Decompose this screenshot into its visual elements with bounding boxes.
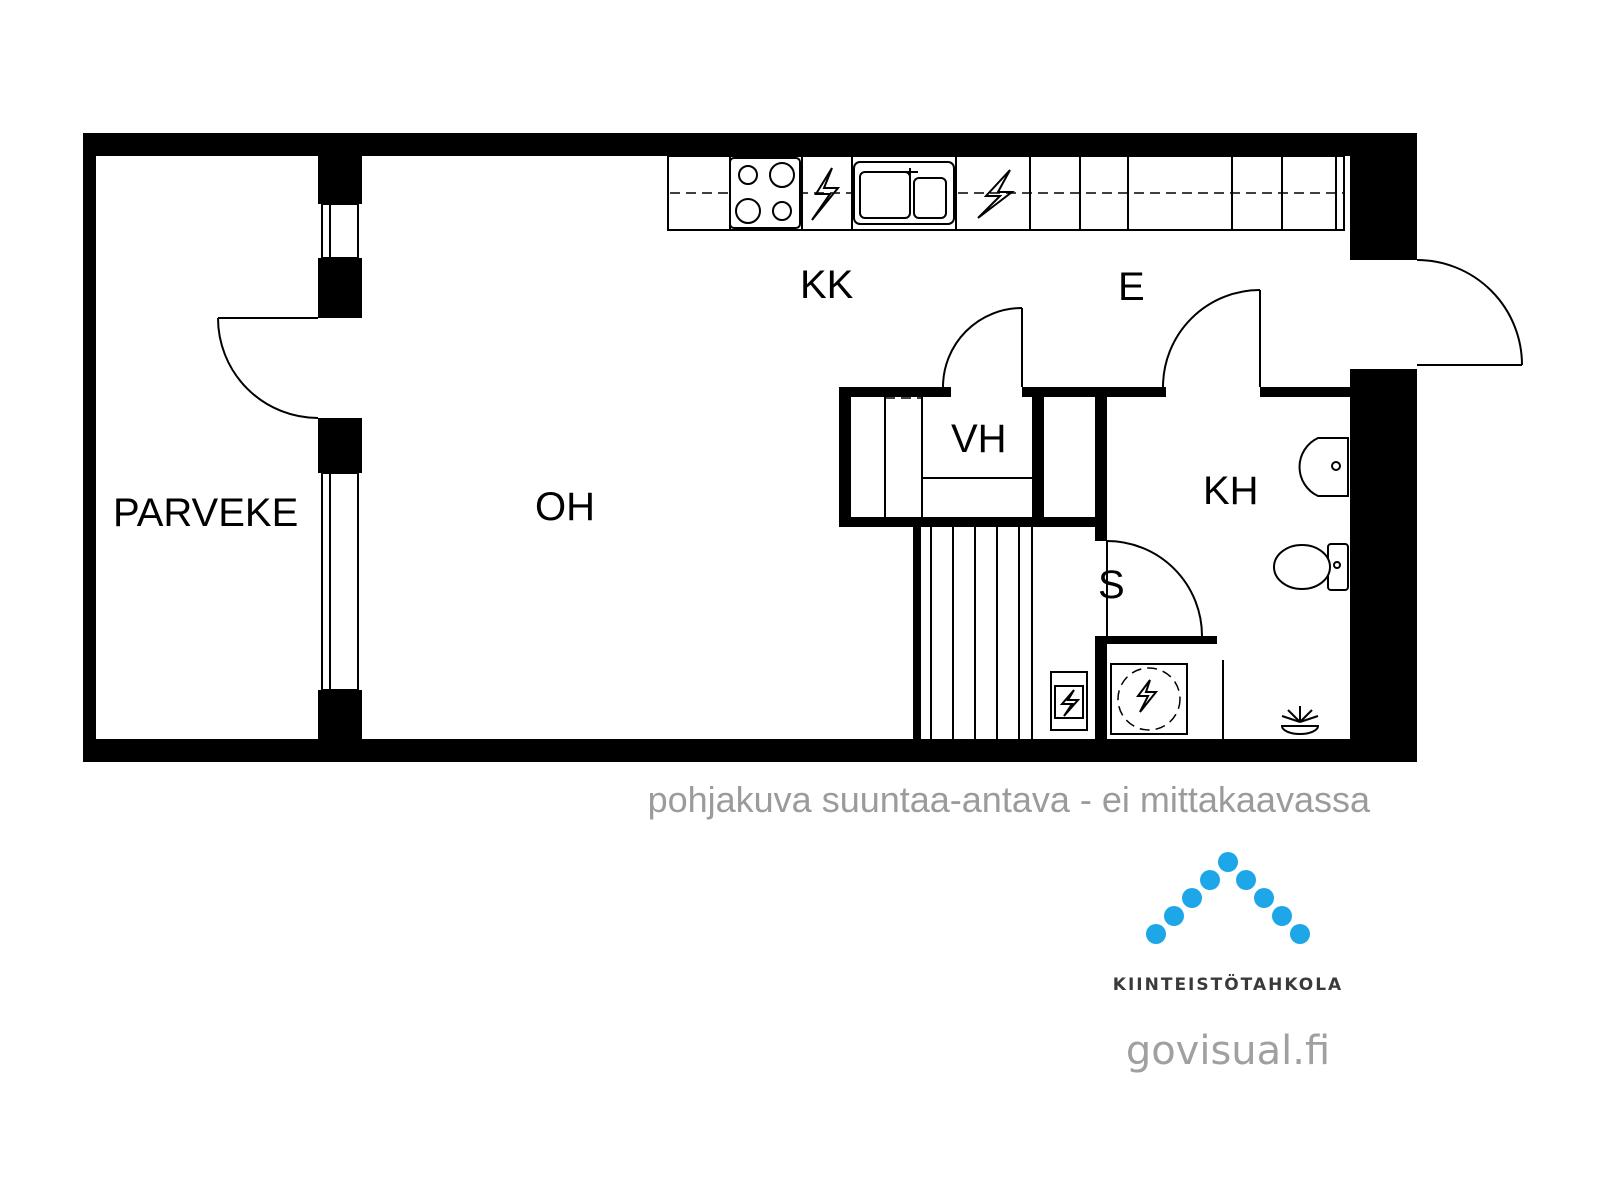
brand-name: KIINTEISTÖTAHKOLA bbox=[1113, 973, 1343, 995]
sauna-heater-icon bbox=[1050, 671, 1088, 731]
closet-door bbox=[942, 307, 1023, 388]
room-label-vh: VH bbox=[951, 417, 1007, 461]
interior-walls bbox=[839, 387, 1350, 739]
room-label-oh: OH bbox=[535, 485, 595, 529]
room-label-kk: KK bbox=[800, 263, 854, 307]
sauna-door bbox=[1106, 540, 1203, 637]
room-label-parveke: PARVEKE bbox=[113, 491, 298, 535]
balcony-wall bbox=[318, 156, 362, 739]
kitchen-sink-icon bbox=[853, 161, 955, 225]
outer-walls bbox=[83, 133, 1417, 762]
room-label-e: E bbox=[1118, 265, 1145, 309]
room-label-kh: KH bbox=[1203, 469, 1259, 513]
shower-icon bbox=[1222, 660, 1320, 739]
stove-icon bbox=[729, 157, 801, 229]
room-label-s: S bbox=[1098, 563, 1125, 607]
entrance-door bbox=[1350, 258, 1523, 366]
website-link[interactable]: govisual.fi bbox=[1126, 1028, 1330, 1074]
washbasin-icon bbox=[1298, 437, 1349, 497]
disclaimer-text: pohjakuva suuntaa-antava - ei mittakaava… bbox=[648, 779, 1371, 820]
electric-outlet-icon bbox=[811, 167, 1015, 221]
bathroom-door bbox=[1162, 289, 1261, 388]
toilet-icon bbox=[1273, 543, 1349, 591]
balcony-door bbox=[217, 317, 319, 419]
sauna-bench bbox=[930, 527, 1033, 739]
washing-machine-icon bbox=[1110, 663, 1188, 735]
wardrobe bbox=[884, 397, 1032, 517]
brand-logo-icon bbox=[1146, 852, 1310, 944]
